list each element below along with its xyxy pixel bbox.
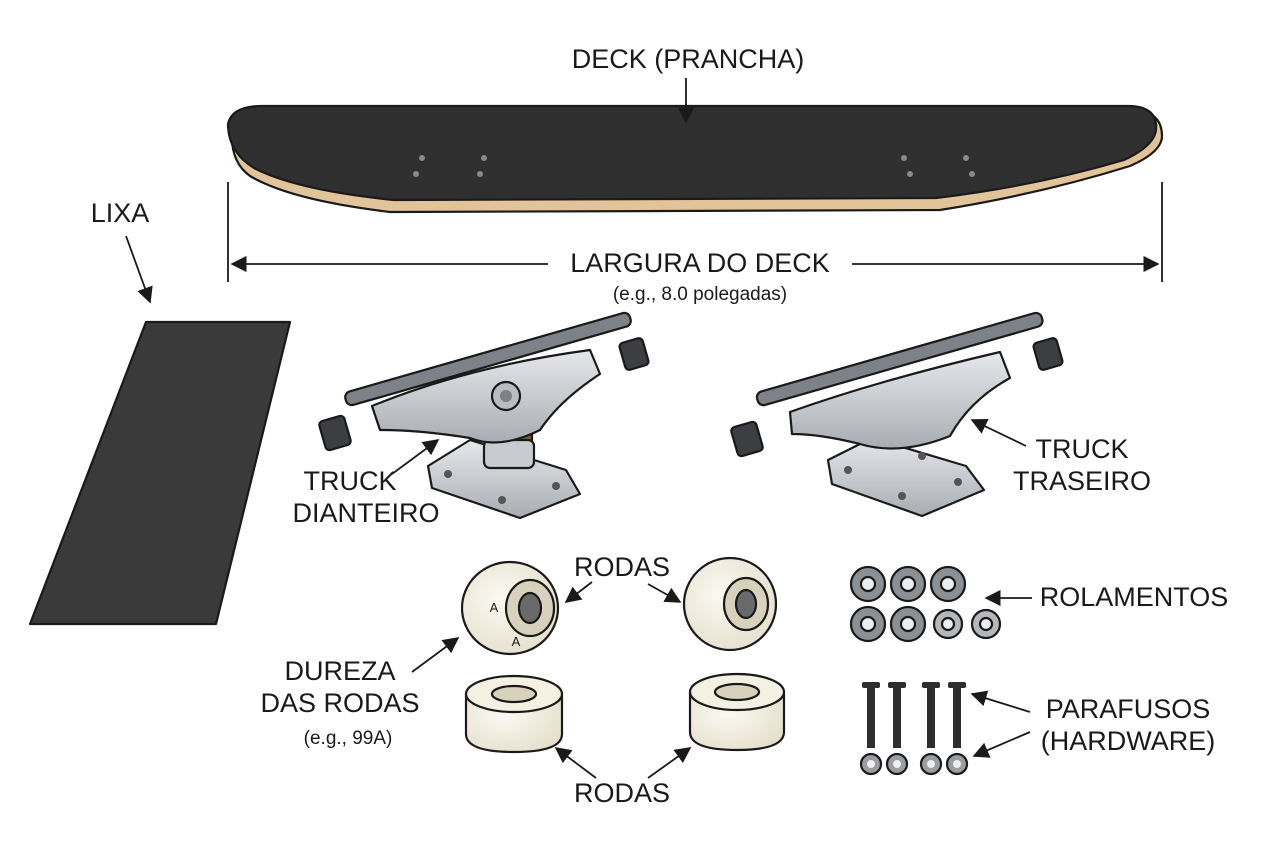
deck-width-label: LARGURA DO DECK xyxy=(570,248,830,278)
deck-top-surface xyxy=(226,104,1158,202)
bearings-label: ROLAMENTOS xyxy=(1040,582,1229,612)
front-truck-arrow xyxy=(391,439,440,475)
bearings xyxy=(849,565,1002,643)
wheel-hardness-mark-2: A xyxy=(512,634,521,649)
rear-truck-arrow xyxy=(970,419,1027,447)
rear-truck-label-1: TRUCK xyxy=(1036,434,1129,464)
bolt xyxy=(888,682,906,748)
nut xyxy=(885,752,909,776)
bearing-spacer xyxy=(970,608,1002,640)
wheel-hardness-example: (e.g., 99A) xyxy=(304,728,393,749)
wheels-top-arrow-right xyxy=(647,583,682,603)
griptape-arrow xyxy=(125,235,153,304)
wheel-front-right xyxy=(682,556,778,652)
wheel-hardness-mark-1: A xyxy=(490,600,499,615)
rear-truck-label-2: TRASEIRO xyxy=(1013,466,1151,496)
bearing xyxy=(889,565,927,603)
bearing xyxy=(849,565,887,603)
hardware-arrow-top xyxy=(970,690,1031,713)
bolt xyxy=(948,682,966,748)
wheels-bottom-label: RODAS xyxy=(574,778,670,808)
deck-bolt-holes xyxy=(413,155,975,177)
nut xyxy=(945,752,969,776)
wheels-top-label: RODAS xyxy=(574,552,670,582)
wheels-top-arrow-left xyxy=(564,581,593,603)
wheel-rear-left xyxy=(464,674,564,754)
wheel-front-left: A A xyxy=(460,560,560,656)
deck xyxy=(226,104,1164,214)
hardware-arrow-bottom xyxy=(972,731,1031,758)
bearing xyxy=(929,565,967,603)
deck-width-dimension xyxy=(227,182,1163,282)
wheels-bottom-arrow-left xyxy=(554,747,597,779)
front-truck-label-2: DIANTEIRO xyxy=(292,498,439,528)
rear-truck xyxy=(730,311,1064,518)
deck-label: DECK (PRANCHA) xyxy=(572,44,805,74)
wheel-hardness-arrow xyxy=(411,637,460,673)
bolt xyxy=(922,682,940,748)
hardware-bolts xyxy=(862,682,966,748)
front-truck-label-1: TRUCK xyxy=(304,466,397,496)
nut xyxy=(919,752,943,776)
wheels-bottom-arrow-right xyxy=(647,747,692,779)
hardware-nuts xyxy=(859,752,969,776)
wheel-hardness-label-1: DUREZA xyxy=(284,656,395,686)
wheel-rear-right xyxy=(688,672,786,752)
griptape-label: LIXA xyxy=(91,198,150,228)
griptape-sheet xyxy=(28,320,292,626)
deck-width-example: (e.g., 8.0 polegadas) xyxy=(613,284,787,305)
wheel-hardness-label-2: DAS RODAS xyxy=(260,688,419,718)
bolt xyxy=(862,682,880,748)
bearing-spacer xyxy=(932,608,964,640)
nut xyxy=(859,752,883,776)
front-truck xyxy=(318,311,650,520)
hardware-label-2: (HARDWARE) xyxy=(1041,726,1216,756)
bearing xyxy=(889,605,927,643)
bearing xyxy=(849,605,887,643)
hardware-label-1: PARAFUSOS xyxy=(1046,694,1211,724)
